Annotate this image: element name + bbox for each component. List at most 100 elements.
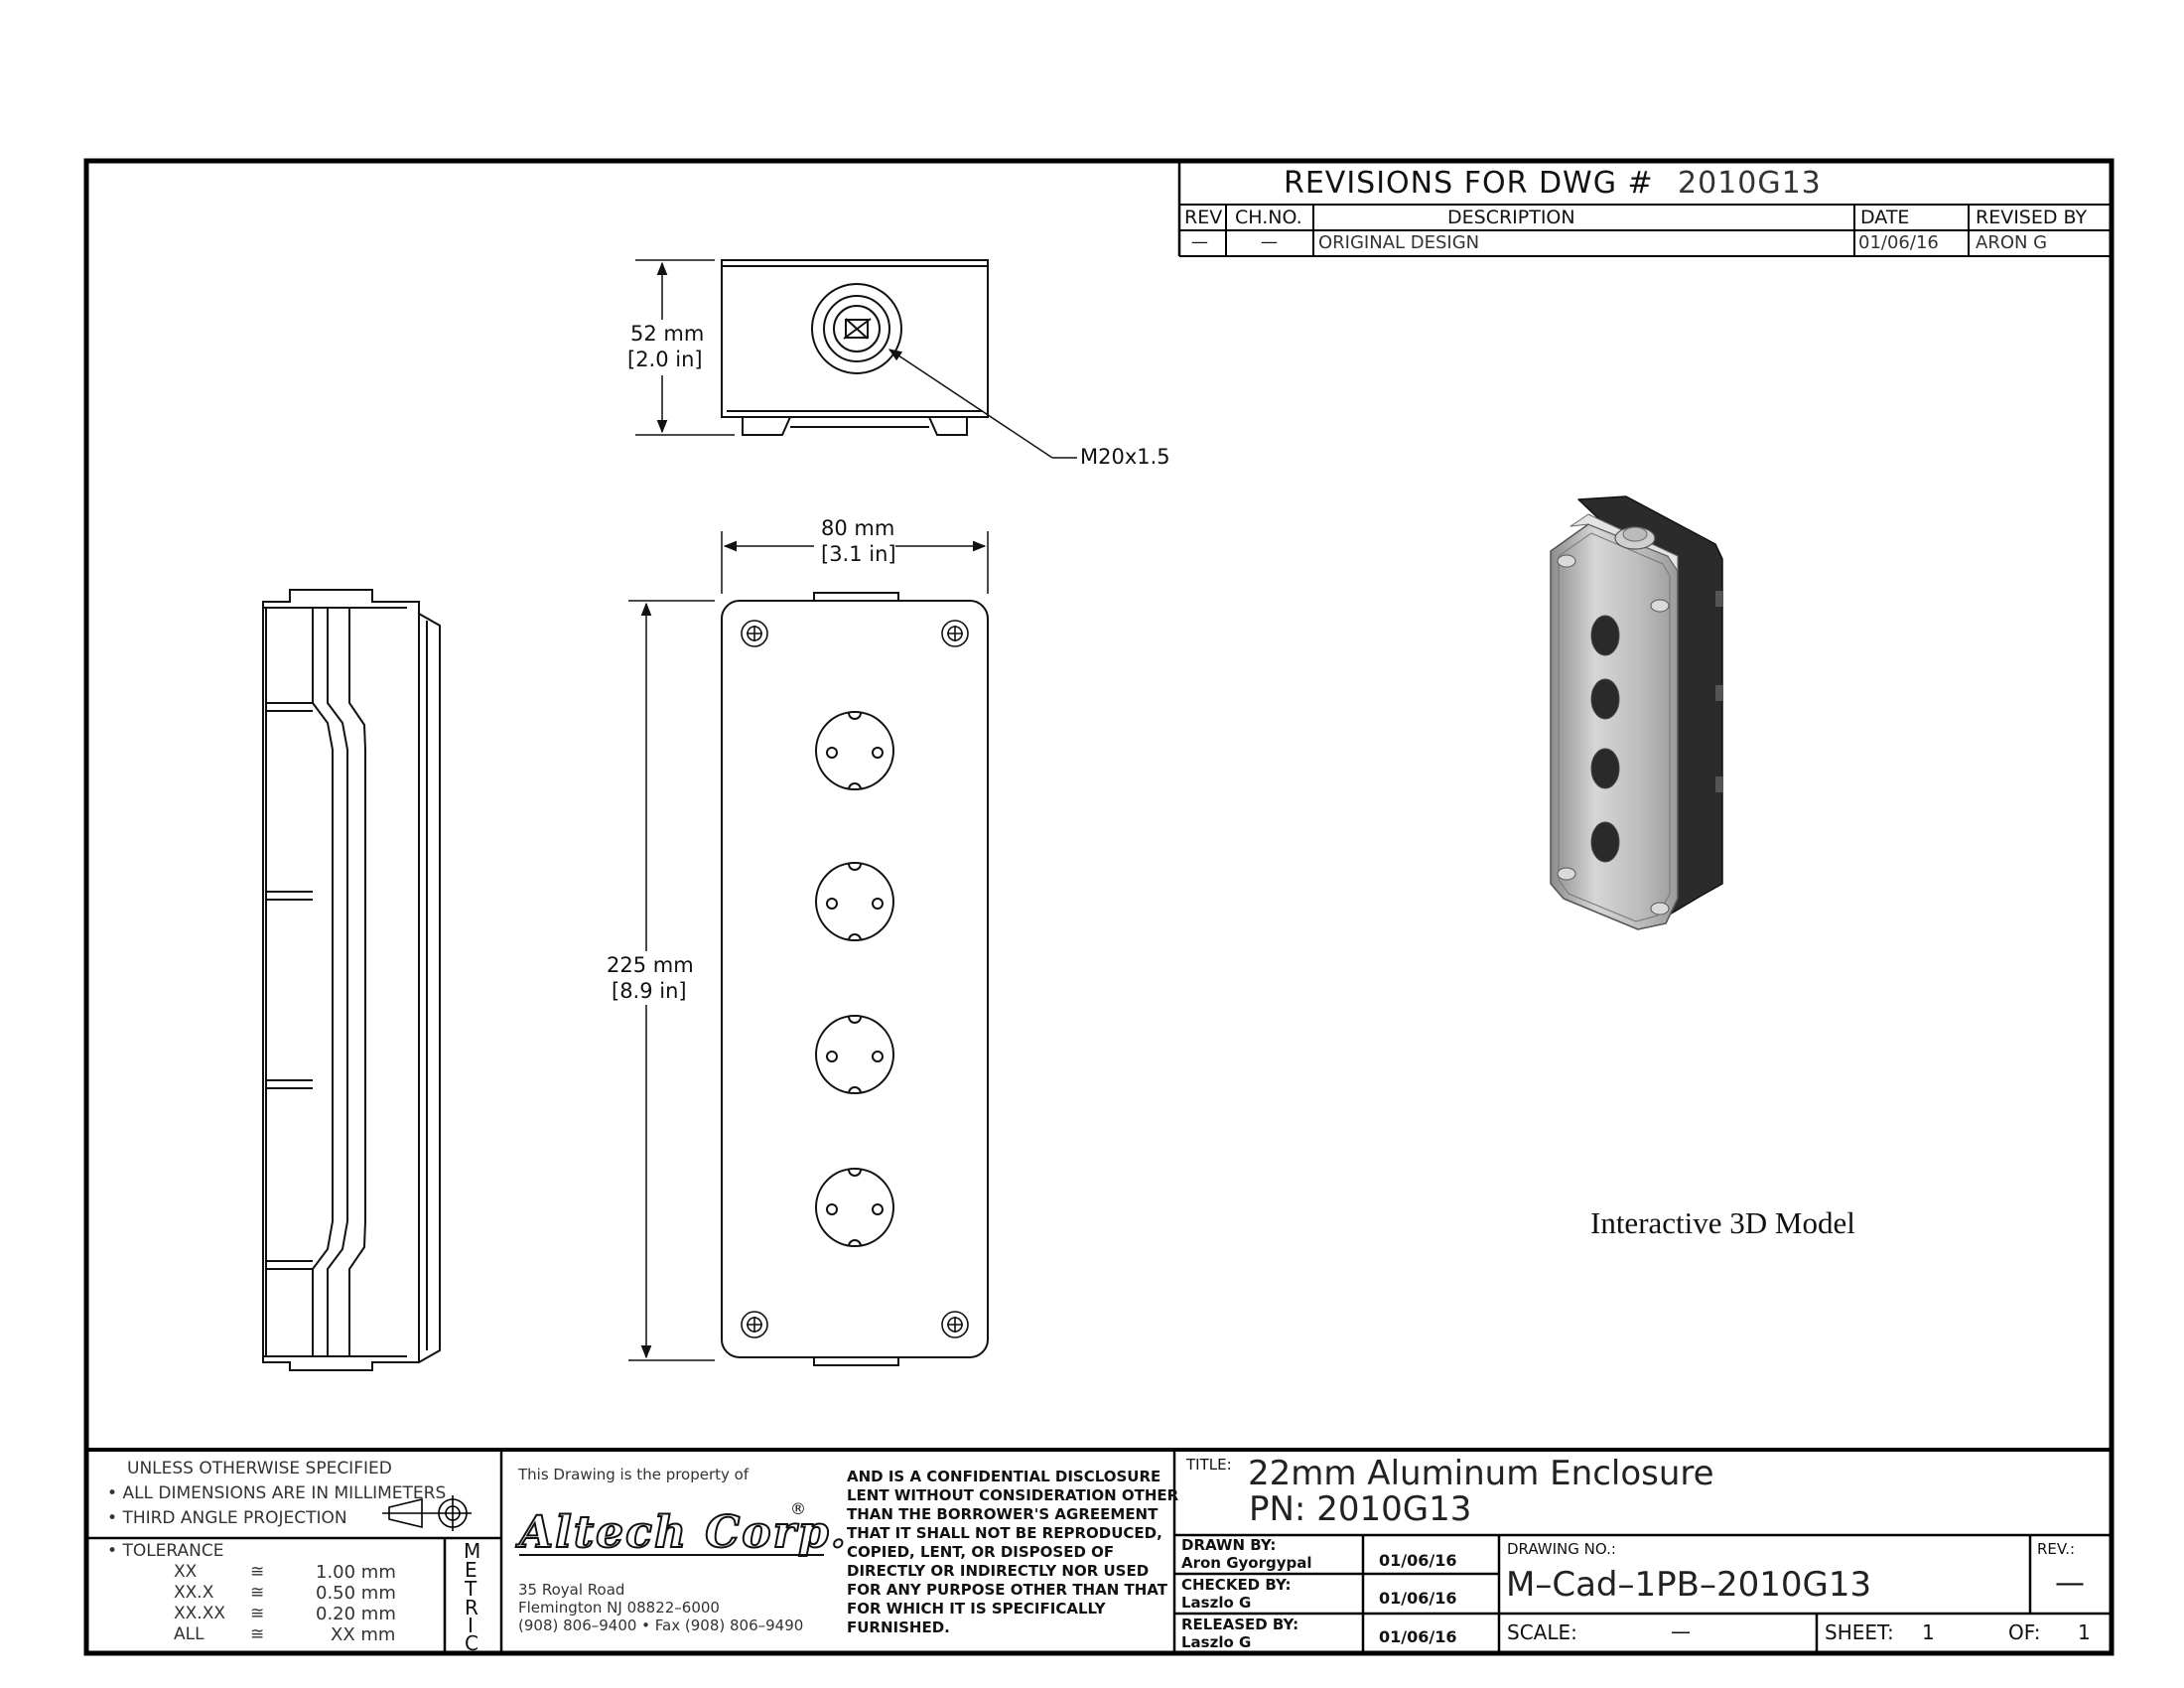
metric-letter: I bbox=[468, 1614, 474, 1637]
length-dimension-in: [8.9 in] bbox=[612, 979, 687, 1003]
checked-date: 01/06/16 bbox=[1379, 1589, 1457, 1608]
metric-letter: R bbox=[465, 1596, 478, 1619]
checked-by-name: Laszlo G bbox=[1181, 1594, 1252, 1612]
tol-format: XX bbox=[174, 1562, 198, 1582]
metric-letter: C bbox=[465, 1631, 478, 1655]
disclosure-line: FOR WHICH IT IS SPECIFICALLY bbox=[847, 1600, 1106, 1618]
metric-letter: E bbox=[465, 1558, 478, 1582]
released-by-label: RELEASED BY: bbox=[1181, 1616, 1299, 1633]
sheet-border bbox=[83, 158, 2115, 1656]
unless-specified: UNLESS OTHERWISE SPECIFIED bbox=[127, 1459, 392, 1478]
all-dimensions-note: • ALL DIMENSIONS ARE IN MILLIMETERS bbox=[107, 1483, 447, 1503]
metric-letter: T bbox=[465, 1577, 478, 1601]
height-dimension bbox=[635, 259, 735, 436]
scale-label: SCALE: bbox=[1507, 1620, 1577, 1644]
of-value: 1 bbox=[2078, 1620, 2091, 1644]
rev-row-date: 01/06/16 bbox=[1858, 232, 1939, 253]
rev-value: — bbox=[2055, 1566, 2085, 1601]
altech-logo: Altech Corp. ® bbox=[514, 1499, 848, 1559]
drawing-no-label: DRAWING NO.: bbox=[1507, 1540, 1616, 1558]
tol-value: 0.50 mm bbox=[316, 1583, 396, 1604]
checked-by-label: CHECKED BY: bbox=[1181, 1576, 1292, 1594]
drawn-by-name: Aron Gyorgypal bbox=[1181, 1554, 1312, 1572]
disclosure-line: FOR ANY PURPOSE OTHER THAN THAT bbox=[847, 1581, 1167, 1599]
title-block-lines bbox=[86, 1450, 2112, 1653]
date-col-header: DATE bbox=[1860, 207, 1910, 228]
rev-row-chno: — bbox=[1261, 232, 1278, 252]
width-dimension-in: [3.1 in] bbox=[821, 542, 896, 566]
thread-callout: M20x1.5 bbox=[1080, 445, 1170, 469]
thread-leader bbox=[887, 349, 1077, 459]
title-label: TITLE: bbox=[1186, 1456, 1232, 1474]
tol-symbol: ≅ bbox=[250, 1562, 265, 1582]
length-dimension-mm: 225 mm bbox=[607, 953, 694, 977]
revisions-dwg-number: 2010G13 bbox=[1678, 166, 1822, 201]
tol-symbol: ≅ bbox=[250, 1604, 265, 1623]
company-address-line2: Flemington NJ 08822–6000 bbox=[518, 1599, 720, 1617]
rev-label: REV.: bbox=[2037, 1540, 2076, 1558]
svg-text:Altech Corp.: Altech Corp. bbox=[515, 1507, 848, 1558]
disclosure-line: THAT IT SHALL NOT BE REPRODUCED, bbox=[847, 1524, 1162, 1542]
disclosure-line: THAN THE BORROWER'S AGREEMENT bbox=[847, 1505, 1159, 1523]
disclosure-line: COPIED, LENT, OR DISPOSED OF bbox=[847, 1543, 1115, 1561]
disclosure-line: FURNISHED. bbox=[847, 1618, 950, 1636]
width-dimension-mm: 80 mm bbox=[821, 516, 895, 540]
length-dimension bbox=[628, 600, 715, 1361]
disclosure-line: LENT WITHOUT CONSIDERATION OTHER bbox=[847, 1486, 1179, 1504]
rev-col-header: REV bbox=[1184, 207, 1223, 228]
tol-value: 1.00 mm bbox=[316, 1562, 396, 1583]
side-view bbox=[262, 589, 441, 1371]
corner-screws bbox=[741, 620, 969, 1338]
enclosure-3d-render bbox=[1550, 495, 1723, 930]
tol-format: XX.XX bbox=[174, 1604, 225, 1623]
height-dimension-in: [2.0 in] bbox=[627, 348, 703, 371]
pushbutton-holes bbox=[815, 711, 894, 1247]
disclosure-line: DIRECTLY OR INDIRECTLY NOR USED bbox=[847, 1562, 1150, 1580]
revised-by-col-header: REVISED BY bbox=[1976, 207, 2088, 228]
third-angle-projection-symbol bbox=[382, 1495, 472, 1531]
company-phone-fax: (908) 806–9400 • Fax (908) 806–9490 bbox=[518, 1617, 804, 1634]
hole-1 bbox=[815, 711, 894, 790]
top-view bbox=[721, 259, 989, 436]
rev-row-description: ORIGINAL DESIGN bbox=[1318, 232, 1480, 253]
chno-col-header: CH.NO. bbox=[1235, 207, 1302, 228]
disclosure-line: AND IS A CONFIDENTIAL DISCLOSURE bbox=[847, 1468, 1161, 1485]
tol-symbol: ≅ bbox=[250, 1624, 265, 1644]
tol-format: ALL bbox=[174, 1624, 205, 1644]
drawn-date: 01/06/16 bbox=[1379, 1551, 1457, 1570]
hole-3 bbox=[815, 1015, 894, 1094]
projection-note: • THIRD ANGLE PROJECTION bbox=[107, 1508, 347, 1528]
sheet-label: SHEET: bbox=[1825, 1620, 1894, 1644]
revisions-table-lines bbox=[1177, 161, 2112, 257]
width-dimension bbox=[721, 531, 989, 594]
of-label: OF: bbox=[2008, 1620, 2041, 1644]
part-number: PN: 2010G13 bbox=[1249, 1489, 1472, 1529]
company-address-line1: 35 Royal Road bbox=[518, 1581, 625, 1599]
metric-letter: M bbox=[464, 1539, 481, 1563]
released-date: 01/06/16 bbox=[1379, 1627, 1457, 1646]
rev-row-rev: — bbox=[1191, 232, 1208, 252]
drawing-title: 22mm Aluminum Enclosure bbox=[1248, 1454, 1714, 1493]
interactive-3d-model-caption[interactable]: Interactive 3D Model bbox=[1590, 1205, 1855, 1240]
scale-value: — bbox=[1671, 1619, 1691, 1643]
tol-format: XX.X bbox=[174, 1583, 214, 1603]
revisions-heading: REVISIONS FOR DWG # bbox=[1284, 166, 1654, 201]
description-col-header: DESCRIPTION bbox=[1447, 207, 1575, 228]
property-of-note: This Drawing is the property of bbox=[518, 1466, 750, 1483]
tol-value: XX mm bbox=[331, 1624, 396, 1645]
released-by-name: Laszlo G bbox=[1181, 1633, 1252, 1651]
svg-text:®: ® bbox=[790, 1499, 806, 1518]
hole-2 bbox=[815, 862, 894, 941]
tolerance-label: • TOLERANCE bbox=[107, 1541, 224, 1561]
drawn-by-label: DRAWN BY: bbox=[1181, 1536, 1277, 1554]
tol-value: 0.20 mm bbox=[316, 1604, 396, 1624]
tol-symbol: ≅ bbox=[250, 1583, 265, 1603]
rev-row-revised-by: ARON G bbox=[1976, 232, 2048, 253]
front-view bbox=[721, 592, 989, 1366]
sheet-value: 1 bbox=[1922, 1620, 1935, 1644]
drawing-number: M–Cad–1PB–2010G13 bbox=[1506, 1565, 1872, 1605]
height-dimension-mm: 52 mm bbox=[630, 322, 705, 346]
hole-4 bbox=[815, 1168, 894, 1247]
